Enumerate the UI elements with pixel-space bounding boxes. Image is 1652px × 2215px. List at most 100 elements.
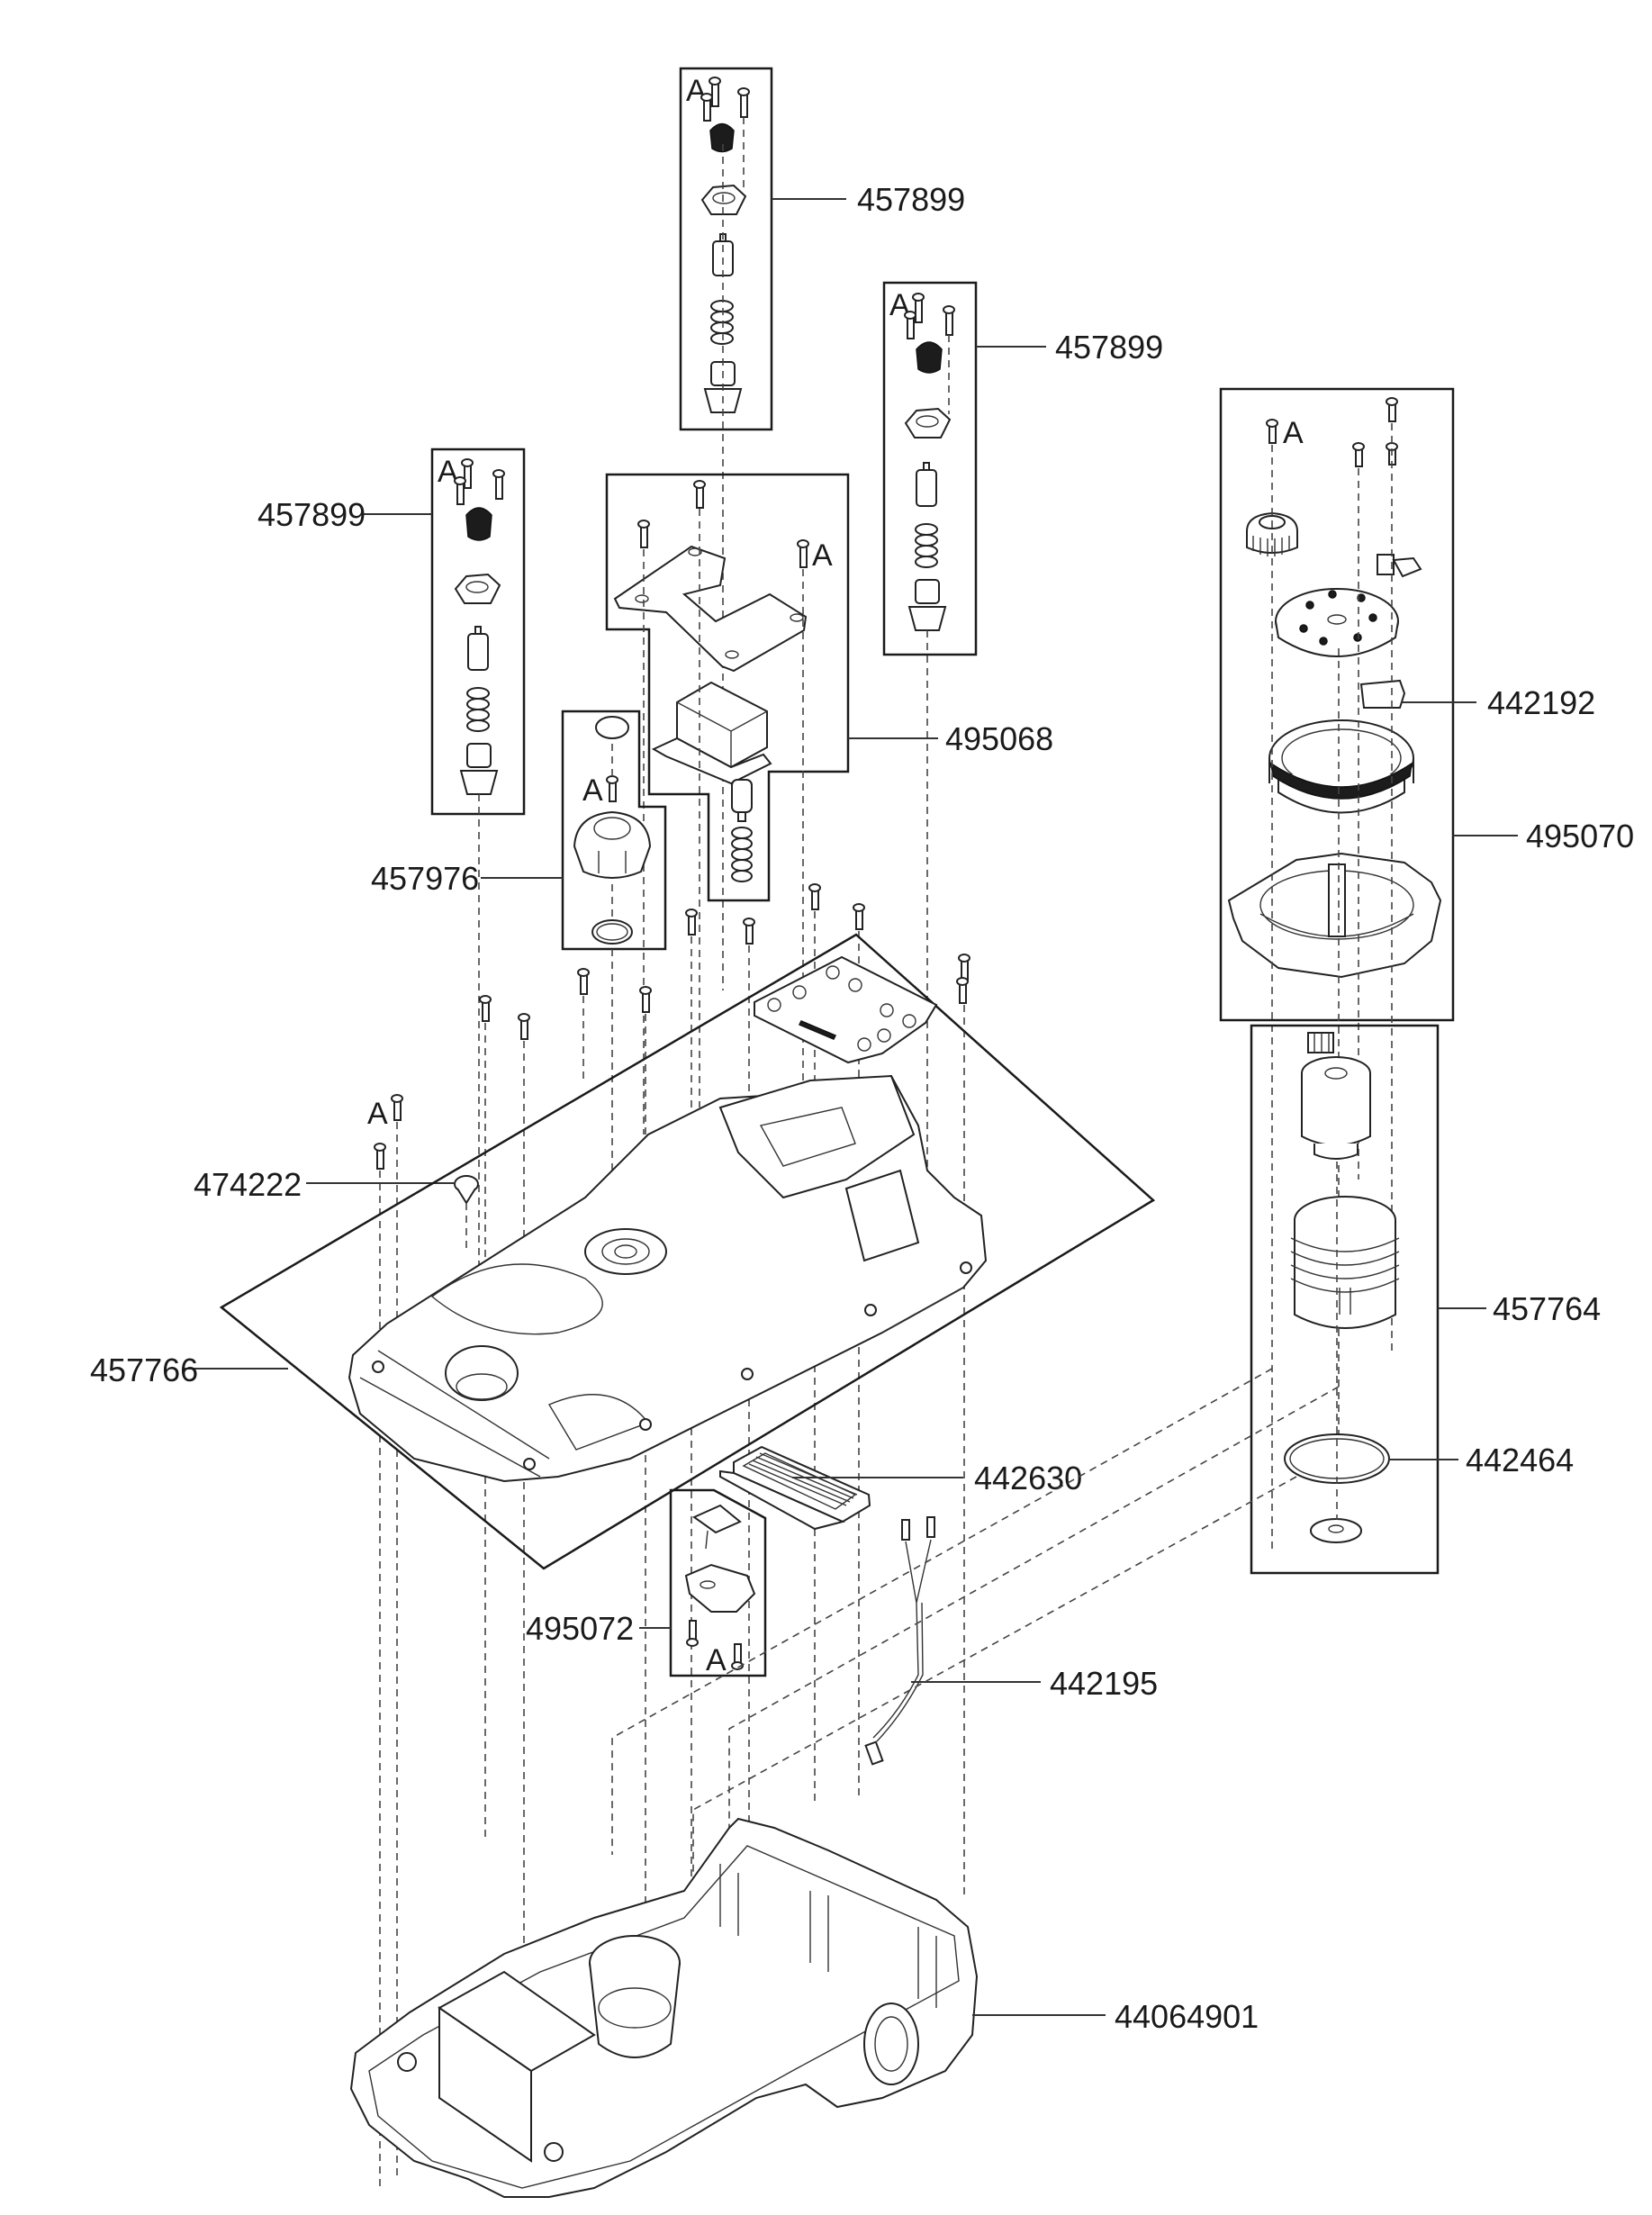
callout-442195[interactable]: 442195 — [864, 1516, 1159, 1766]
gear-housing-icon — [1227, 852, 1442, 979]
knob-cap-icon — [595, 716, 629, 739]
connector-icon — [1307, 1032, 1334, 1053]
group-outline — [605, 473, 850, 902]
plug-icon — [454, 1175, 479, 1205]
display-module-icon — [719, 1445, 871, 1531]
o-ring-icon — [591, 919, 633, 945]
control-box-icon — [651, 681, 772, 785]
screw-icon — [639, 986, 652, 1013]
screw-icon — [737, 87, 750, 118]
screw-icon — [956, 977, 969, 1004]
dial-plate-icon — [1275, 588, 1399, 657]
part-number-label: 442630 — [974, 1460, 1082, 1496]
magnet-holder-icon — [712, 233, 734, 276]
callout-442630[interactable]: 442630 — [719, 1445, 1082, 1531]
group-box — [679, 67, 773, 431]
callout-474222[interactable]: 474222 — [194, 1166, 479, 1252]
switch-bracket-icon — [1377, 554, 1422, 578]
screw-icon — [577, 968, 590, 995]
callout-457899-top[interactable]: A 457899 — [679, 67, 965, 990]
part-number-label: 442192 — [1487, 684, 1595, 721]
assembly-marker-a: A — [1283, 416, 1304, 450]
callout-495072[interactable]: A 495072 — [526, 1488, 767, 1677]
callout-457764[interactable]: 457764 442464 — [1250, 1024, 1601, 1575]
part-number-label: 457899 — [1055, 329, 1163, 366]
part-number-label: 495070 — [1526, 818, 1634, 854]
screw-icon — [606, 775, 618, 802]
screw-icon — [700, 93, 713, 122]
sensor-sleeve-icon — [459, 743, 499, 795]
screw-icon — [1266, 419, 1278, 444]
callout-457899-right[interactable]: A 457899 — [882, 281, 1163, 1279]
screw-icon — [637, 520, 650, 548]
screw-icon — [853, 903, 865, 930]
screw-icon — [461, 458, 474, 489]
assembly-marker-a: A — [438, 455, 458, 489]
spring-icon — [915, 523, 938, 568]
motor-icon — [1301, 1056, 1371, 1160]
cable-harness-icon — [864, 1516, 935, 1766]
diagonal-assembly-axes — [611, 1368, 1340, 1891]
part-number-label: 495068 — [945, 720, 1053, 757]
button-bracket-icon — [684, 1563, 756, 1613]
part-number-label: 457899 — [857, 181, 965, 218]
callout-457976[interactable]: A 457976 — [371, 710, 667, 1207]
part-number-label: 457764 — [1493, 1290, 1601, 1327]
top-cover-icon — [348, 1074, 988, 1483]
screw-icon — [797, 539, 809, 568]
callout-495068[interactable]: A 495068 — [605, 473, 1053, 1297]
callout-44064901[interactable]: 44064901 — [349, 1817, 1259, 2198]
assembly-marker-a: A — [367, 1097, 388, 1131]
screw-icon — [943, 305, 955, 336]
group-outline — [561, 710, 667, 951]
sensor-bracket-icon — [700, 184, 747, 215]
sensor-switch-icon — [1359, 679, 1406, 709]
screw-icon — [904, 311, 916, 339]
part-number-label: 442195 — [1050, 1665, 1158, 1702]
screw-icon — [958, 954, 970, 981]
screw-icon — [479, 995, 492, 1022]
height-knob-icon — [573, 810, 652, 879]
group-box — [1250, 1024, 1440, 1575]
spring-icon — [466, 687, 490, 732]
screw-icon — [685, 909, 698, 936]
screw-icon — [1352, 442, 1365, 467]
callout-457766[interactable]: 457766 — [90, 933, 1156, 1570]
sensor-sleeve-icon — [907, 579, 947, 631]
screw-icon — [743, 918, 755, 945]
group-box — [430, 448, 526, 816]
screw-icon — [693, 480, 706, 509]
ring-gear-icon — [1268, 719, 1414, 814]
magnet-holder-icon — [731, 779, 753, 822]
screw-icon — [686, 1620, 699, 1647]
sensor-bracket-icon — [904, 407, 952, 438]
part-number-label: 495072 — [526, 1610, 634, 1647]
screw-icon — [709, 77, 721, 107]
spring-icon — [731, 827, 753, 882]
callout-495070[interactable]: A — [1219, 387, 1634, 1549]
magnet-holder-icon — [467, 626, 489, 671]
part-number-label: 457976 — [371, 860, 479, 897]
assembly-marker-a: A — [706, 1643, 727, 1677]
circuit-board-icon — [691, 1504, 742, 1550]
screw-icon — [492, 469, 505, 500]
bumper-cap-icon — [465, 507, 492, 541]
group-box — [882, 281, 978, 656]
screw-icon — [731, 1643, 744, 1670]
motor-housing-icon — [1290, 1196, 1400, 1329]
screw-icon — [518, 1013, 530, 1040]
part-number-label: 457899 — [257, 496, 366, 533]
chassis-bottom-icon — [349, 1817, 979, 2198]
keypad-overlay-icon — [754, 955, 938, 1064]
sensor-bracket-icon — [454, 573, 501, 604]
screw-icon — [808, 883, 821, 910]
assembly-marker-a: A — [812, 538, 833, 573]
screw-icon — [1386, 397, 1398, 422]
part-number-label: 44064901 — [1115, 1998, 1259, 2035]
part-number-label: 474222 — [194, 1166, 302, 1203]
screw-icon — [391, 1094, 403, 1121]
group-outline — [219, 933, 1156, 1570]
screw-icon — [374, 1143, 386, 1170]
callout-457899-left[interactable]: A 457899 — [257, 448, 526, 1297]
magnet-holder-icon — [916, 462, 937, 507]
